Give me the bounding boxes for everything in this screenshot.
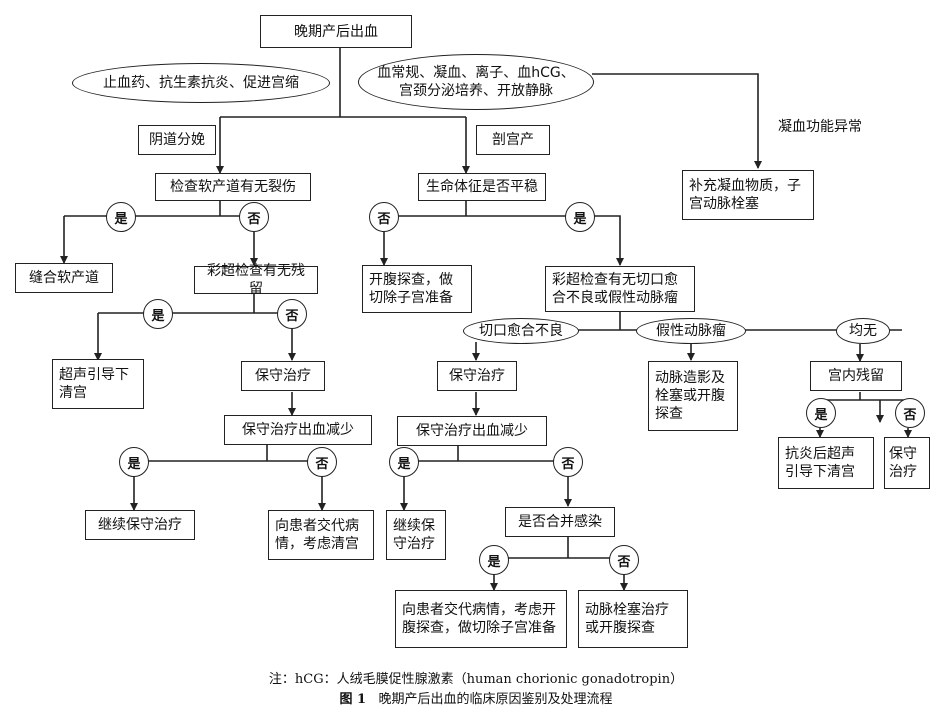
no-circle: 否 [553, 447, 583, 477]
conservative-box-right: 保守治疗 [884, 437, 930, 489]
poor-healing-oval: 切口愈合不良 [463, 318, 579, 344]
conservative-box-left: 保守治疗 [241, 361, 325, 391]
no-circle: 否 [307, 447, 337, 477]
bleed-less-box-left: 保守治疗出血减少 [224, 415, 372, 445]
continue-conservative-left: 继续保守治疗 [85, 510, 195, 540]
no-circle: 否 [239, 202, 269, 232]
angiography-box: 动脉造影及栓塞或开腹探查 [648, 361, 738, 431]
treatment-oval: 止血药、抗生素抗炎、促进宫缩 [72, 63, 330, 103]
embolization-laparotomy-box: 动脉栓塞治疗或开腹探查 [578, 590, 688, 648]
suture-box: 缝合软产道 [15, 263, 113, 293]
anti-inflammatory-curettage-box: 抗炎后超声引导下清宫 [778, 437, 874, 489]
no-circle: 否 [609, 545, 639, 575]
no-circle: 否 [369, 202, 399, 232]
us-residual-box: 彩超检查有无残留 [194, 263, 318, 297]
infection-box: 是否合并感染 [505, 507, 615, 537]
intrauterine-residual-box: 宫内残留 [810, 361, 902, 391]
conservative-box-mid: 保守治疗 [437, 361, 517, 391]
cesarean-label: 剖宫产 [476, 125, 550, 155]
yes-circle: 是 [565, 202, 595, 232]
yes-circle: 是 [806, 398, 836, 428]
no-circle: 否 [895, 398, 925, 428]
us-incision-box: 彩超检查有无切口愈合不良或假性动脉瘤 [545, 266, 695, 312]
yes-circle: 是 [479, 545, 509, 575]
us-curettage-box: 超声引导下清宫 [52, 359, 144, 409]
figure-label: 图 1 [339, 692, 367, 707]
coagulation-abnormal-label: 凝血功能异常 [778, 119, 862, 135]
vital-signs-box: 生命体征是否平稳 [418, 173, 546, 201]
lab-tests-oval: 血常规、凝血、离子、血hCG、宫颈分泌培养、开放静脉 [358, 54, 594, 110]
yes-circle: 是 [119, 447, 149, 477]
yes-circle: 是 [106, 202, 136, 232]
coagulation-treatment: 补充凝血物质，子宫动脉栓塞 [682, 170, 814, 220]
figure-caption: 图 1 晚期产后出血的临床原因鉴别及处理流程 [0, 688, 952, 707]
root-node: 晚期产后出血 [260, 15, 412, 48]
bleed-less-box-mid: 保守治疗出血减少 [397, 416, 547, 446]
yes-circle: 是 [389, 447, 419, 477]
abbreviation-note: 注：hCG：人绒毛膜促性腺激素（human chorionic gonadotr… [268, 672, 684, 687]
yes-circle: 是 [143, 299, 173, 329]
continue-conservative-mid: 继续保守治疗 [386, 510, 446, 560]
no-circle: 否 [277, 299, 307, 329]
inform-patient-left: 向患者交代病情，考虑清宫 [268, 510, 374, 560]
figure-title: 晚期产后出血的临床原因鉴别及处理流程 [378, 692, 613, 707]
neither-oval: 均无 [836, 318, 890, 344]
vaginal-delivery-label: 阴道分娩 [138, 125, 216, 155]
check-tear-box: 检查软产道有无裂伤 [155, 173, 311, 201]
inform-patient-mid: 向患者交代病情，考虑开腹探查，做切除子宫准备 [395, 590, 567, 648]
pseudoaneurysm-oval: 假性动脉瘤 [636, 318, 746, 344]
laparotomy-box: 开腹探查，做切除子宫准备 [362, 265, 472, 313]
